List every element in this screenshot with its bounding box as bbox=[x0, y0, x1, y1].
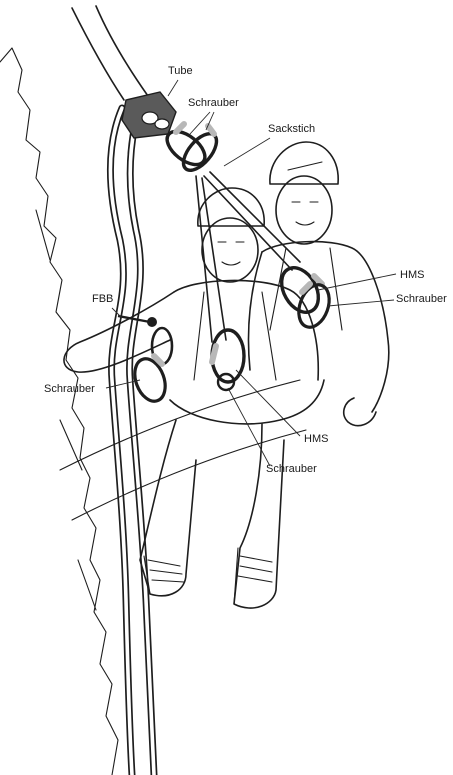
sling-left bbox=[196, 176, 212, 342]
label-schrauber-top: Schrauber bbox=[188, 97, 239, 109]
leader-hms-bottom bbox=[236, 370, 300, 436]
leader-sackstich bbox=[224, 138, 270, 166]
label-fbb: FBB bbox=[92, 293, 113, 305]
sling-right-2 bbox=[210, 172, 300, 262]
helmet-right bbox=[270, 142, 338, 184]
upper-rope-2 bbox=[96, 6, 148, 96]
label-schrauber-right: Schrauber bbox=[396, 293, 447, 305]
shoe-right bbox=[234, 548, 272, 604]
shoe-left bbox=[144, 556, 184, 594]
label-hms-right: HMS bbox=[400, 269, 424, 281]
upper-rope bbox=[72, 8, 124, 100]
label-hms-bottom: HMS bbox=[304, 433, 328, 445]
rock-crack bbox=[36, 210, 96, 610]
fbb-knot bbox=[118, 316, 172, 364]
label-sackstich: Sackstich bbox=[268, 123, 315, 135]
tube-device bbox=[122, 92, 176, 138]
label-schrauber-left: Schrauber bbox=[44, 383, 95, 395]
label-schrauber-bottom: Schrauber bbox=[266, 463, 317, 475]
sling-mid bbox=[202, 178, 226, 340]
leader-schrauber-bottom bbox=[228, 388, 270, 466]
lower-sling bbox=[60, 380, 306, 520]
leader-hms-right bbox=[318, 274, 396, 290]
second-rope-core bbox=[130, 112, 154, 775]
label-tube: Tube bbox=[168, 65, 193, 77]
leader-tube bbox=[168, 80, 178, 96]
rock-face bbox=[0, 48, 118, 775]
